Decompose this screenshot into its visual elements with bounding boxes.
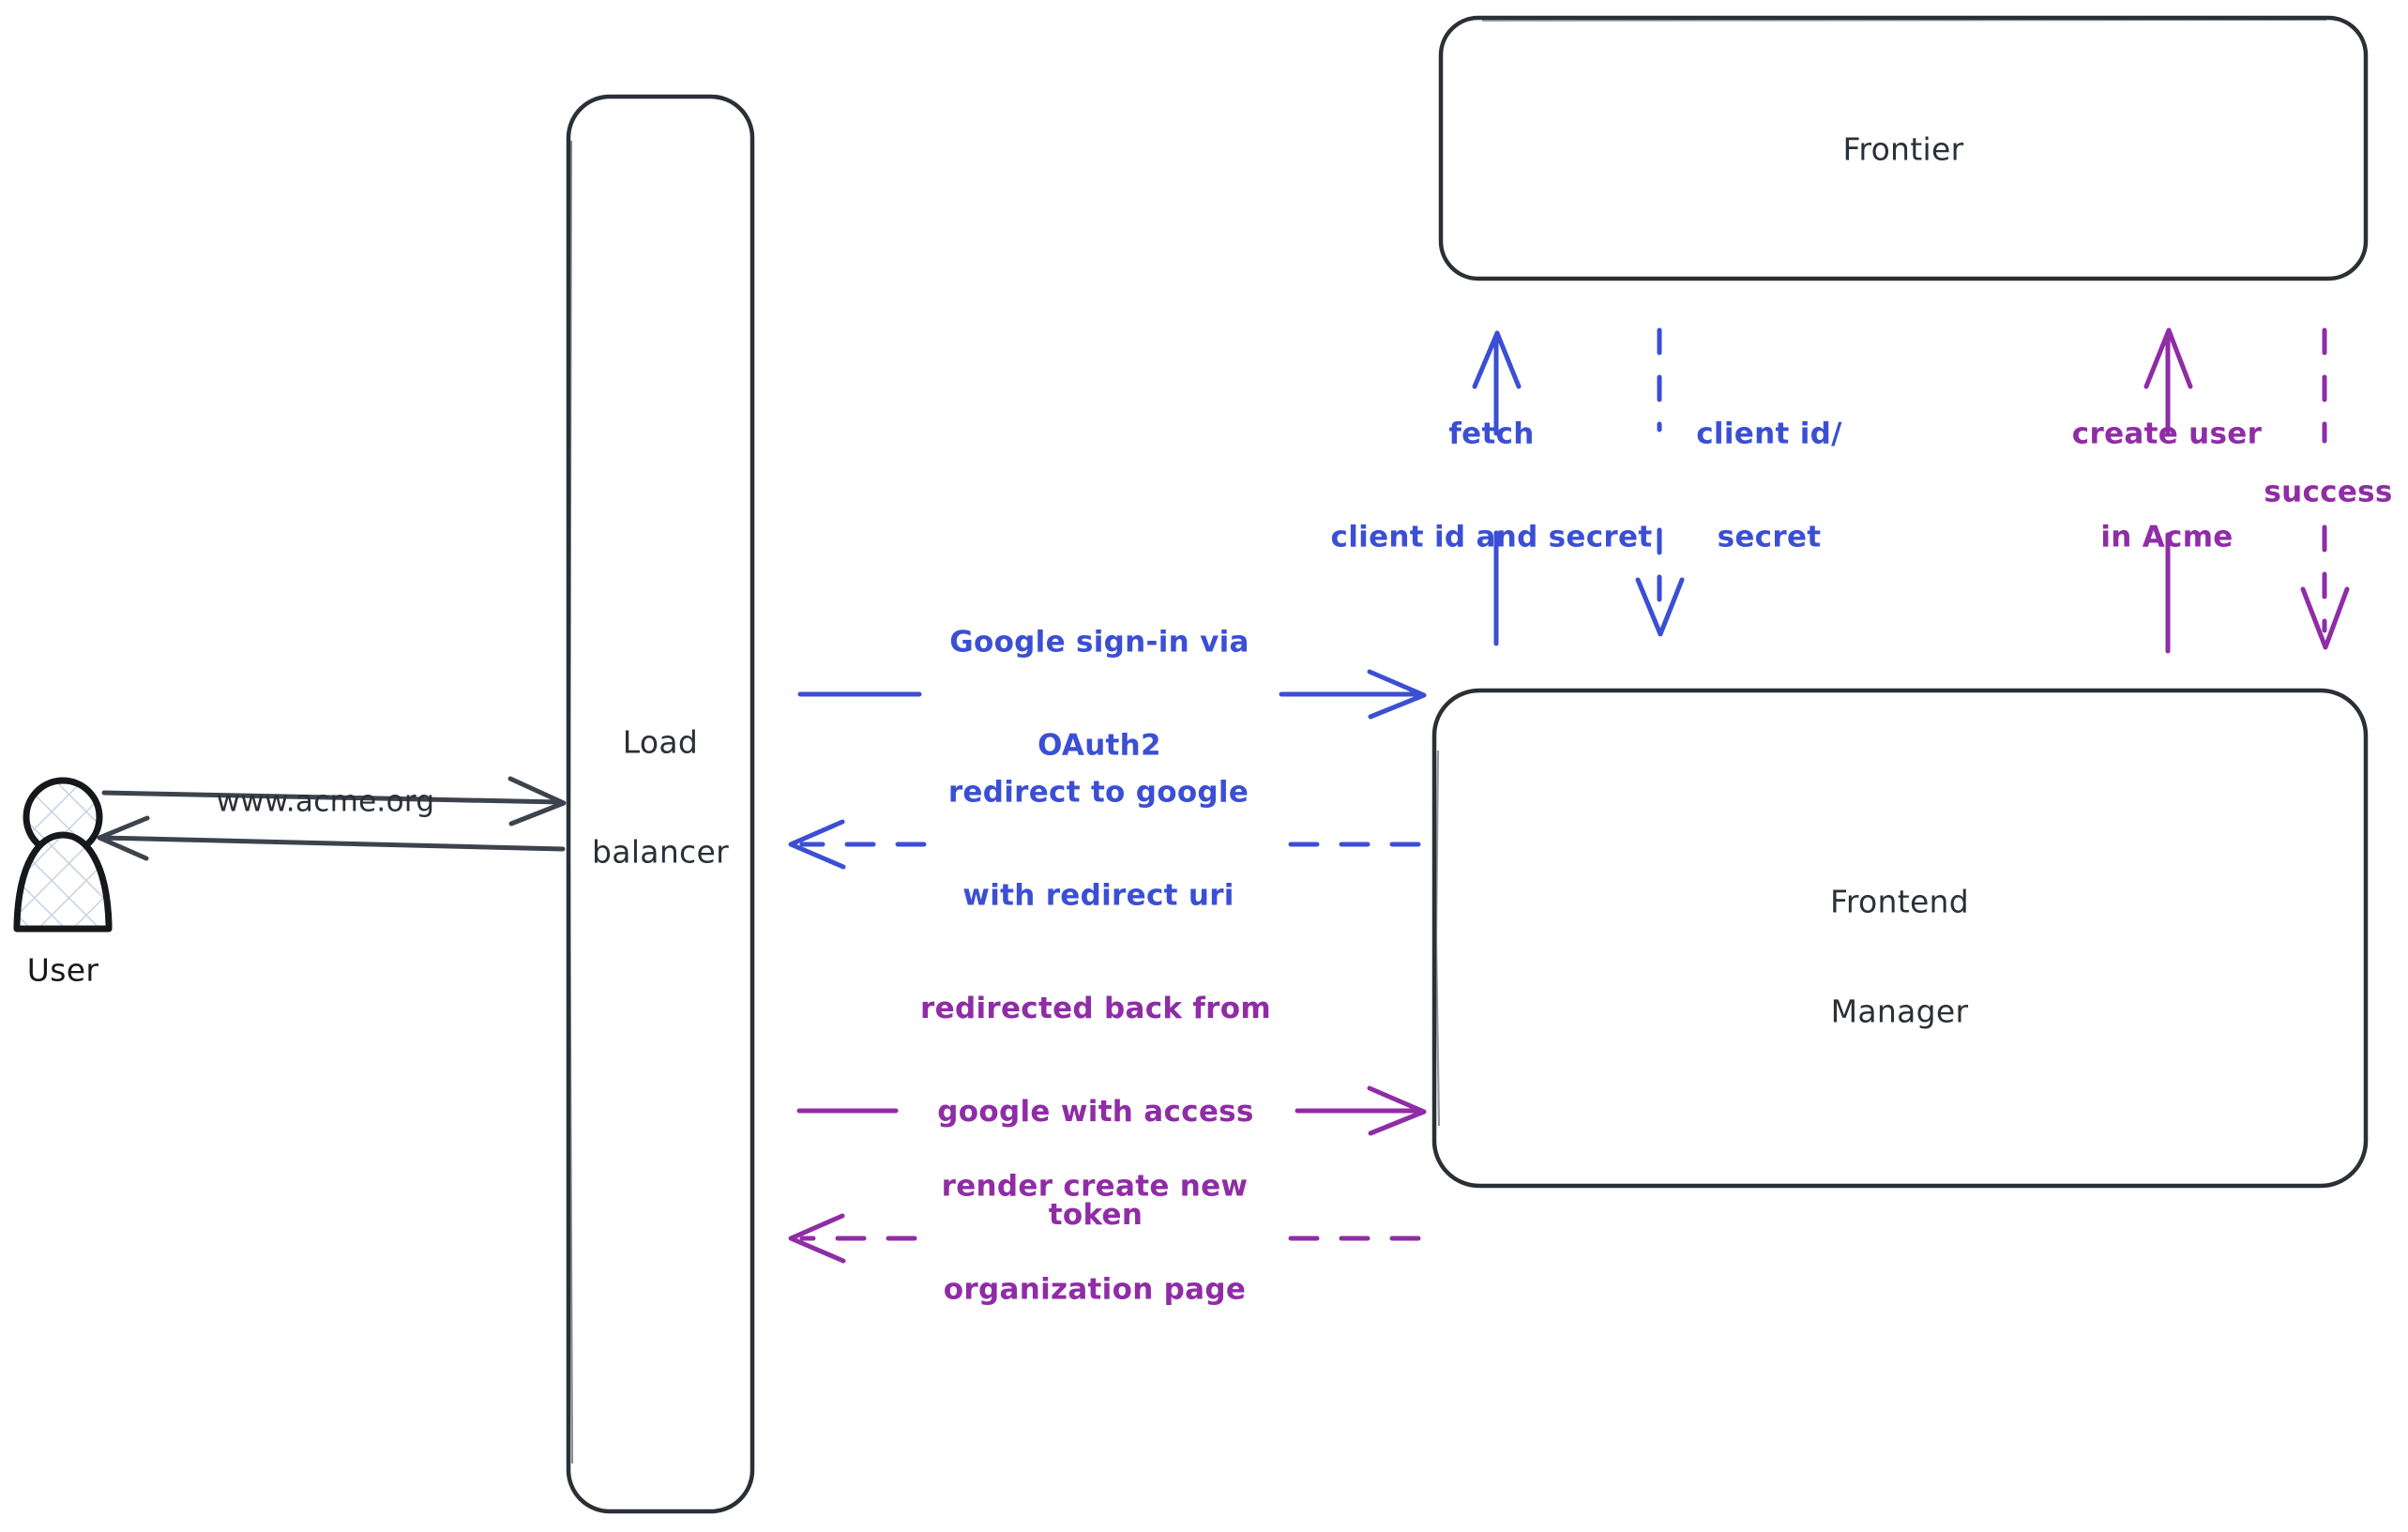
edge-success-label: success <box>2264 475 2393 509</box>
load-balancer-label: Load balancer <box>592 651 729 944</box>
user-actor <box>13 777 113 933</box>
edge-fetch-client-id-and-secret-label: fetch client id and secret <box>1331 349 1653 624</box>
edge-redirected-back-from-google-label: redirected back from google with access … <box>920 923 1271 1300</box>
edge-create-user-line2: in Acme <box>2100 520 2234 554</box>
edge-redirect-to-google-line1: redirect to google <box>947 775 1249 810</box>
edge-redirect-to-google-line2: with redirect uri <box>962 878 1234 913</box>
load-balancer-label-line2: balancer <box>592 832 729 870</box>
edge-client-id-secret-label: client id/ secret <box>1696 349 1841 624</box>
edge-fetch-line2: client id and secret <box>1330 520 1653 554</box>
edge-redirect-to-google-label: redirect to google with redirect uri <box>948 707 1249 982</box>
edge-redirected-back-line3: token <box>1048 1197 1143 1232</box>
frontend-manager-label-line2: Manager <box>1830 992 1969 1029</box>
load-balancer-label-line1: Load <box>622 723 699 761</box>
edge-render-create-line1: render create new <box>941 1169 1249 1204</box>
edge-create-user-line1: create user <box>2071 417 2263 451</box>
frontier-label: Frontier <box>1842 130 1964 168</box>
edge-client-id-secret-line1: client id/ <box>1696 417 1842 451</box>
edge-google-signin-line1: Google sign-in via <box>949 625 1249 660</box>
edge-render-create-new-organization-page-label: render create new organization page <box>942 1101 1249 1376</box>
edge-redirected-back-line2: google with access <box>937 1094 1254 1129</box>
user-actor-label: User <box>26 951 99 989</box>
edge-redirected-back-line1: redirected back from <box>920 991 1271 1025</box>
edge-google-signin-line2: OAuth2 <box>1037 728 1161 763</box>
edge-create-user-in-acme-label: create user in Acme <box>2072 349 2262 624</box>
edge-load-balancer-to-user-arrow <box>97 815 566 861</box>
edge-fetch-line1: fetch <box>1448 417 1535 451</box>
frontend-manager-label-line1: Frontend <box>1829 883 1970 920</box>
edge-user-to-load-balancer-label: www.acme.org <box>216 784 435 819</box>
edge-google-signin-via-oauth2-label: Google sign-in via OAuth2 <box>949 557 1249 832</box>
frontend-manager-label: Frontend Manager <box>1830 811 1969 1103</box>
edge-render-create-line2: organization page <box>943 1272 1247 1307</box>
edge-client-id-secret-line2: secret <box>1717 520 1822 554</box>
